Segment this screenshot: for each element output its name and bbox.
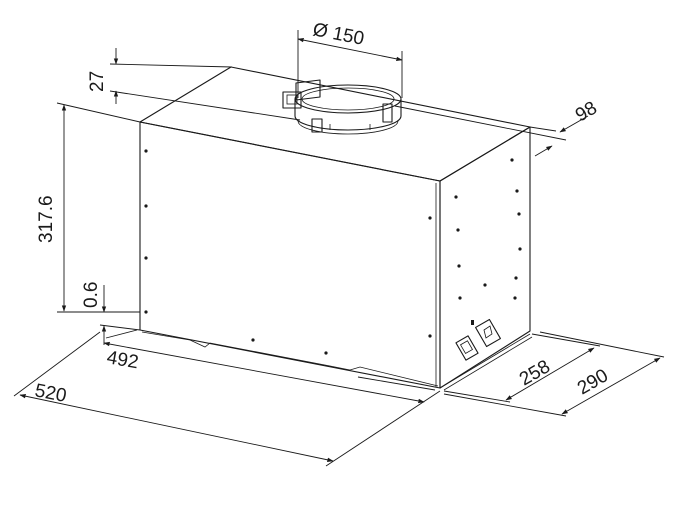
electric-connectors bbox=[455, 318, 501, 361]
dimension-lines bbox=[13, 30, 665, 467]
label-inner-width: 492 bbox=[105, 347, 140, 373]
duct-collar bbox=[282, 79, 402, 135]
label-total-height: 317.6 bbox=[36, 195, 57, 243]
hood-front-face bbox=[139, 121, 441, 389]
hood-top-face bbox=[139, 66, 531, 182]
dimension-labels: Ø 150 27 98 317.6 0.6 492 520 258 290 bbox=[33, 19, 612, 407]
label-duct-diameter: Ø 150 bbox=[311, 19, 366, 49]
hood-right-face bbox=[439, 126, 531, 389]
label-outer-width: 520 bbox=[33, 380, 68, 407]
label-collar-height: 27 bbox=[87, 71, 108, 92]
label-duct-offset: 98 bbox=[572, 98, 601, 127]
label-outer-depth: 290 bbox=[574, 365, 612, 399]
label-inner-depth: 258 bbox=[516, 356, 554, 390]
mounting-holes bbox=[144, 149, 522, 355]
label-lip-height: 0.6 bbox=[81, 282, 102, 308]
hood-body bbox=[139, 66, 533, 391]
collar-top-rim bbox=[294, 84, 402, 114]
